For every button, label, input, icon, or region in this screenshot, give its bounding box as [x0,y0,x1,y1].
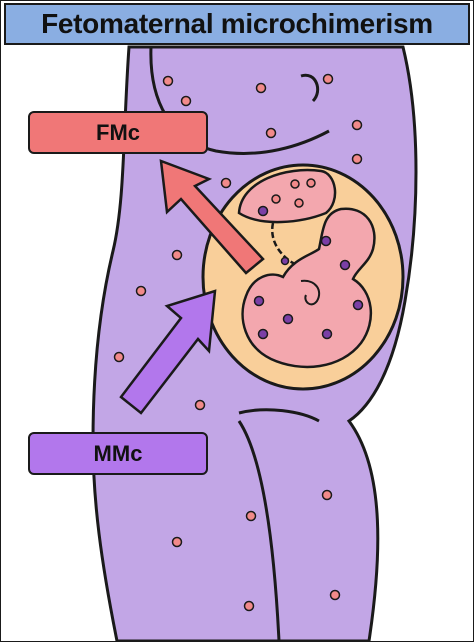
mmc-arrow [119,289,217,415]
maternal-cells [253,205,364,340]
fetal-cells-placenta [271,178,316,208]
thigh-line [237,420,281,641]
fetus [241,207,376,369]
fmc-arrow [159,159,265,275]
hip-line [238,408,320,423]
fmc-label: FMc [28,111,208,154]
fetus-limb [300,279,321,306]
breast-outline [149,46,330,155]
breast-fold [300,73,320,103]
mmc-label: MMc [28,432,208,475]
fetal-cells-maternal [113,73,363,612]
figure-title: Fetomaternal microchimerism [4,3,470,45]
